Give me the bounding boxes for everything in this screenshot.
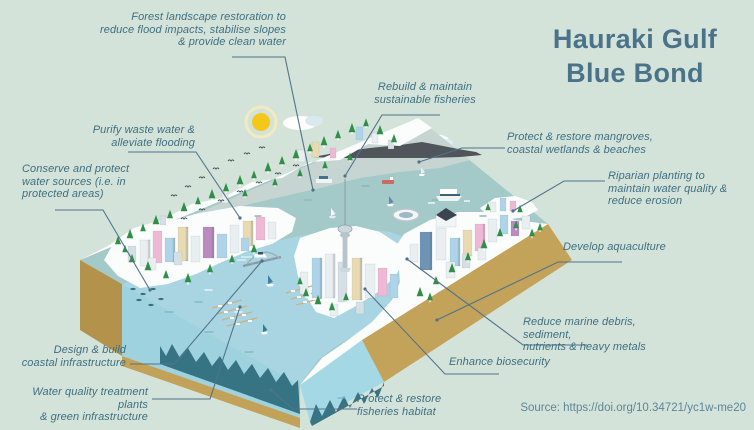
forest-strip-land (80, 118, 432, 260)
label-enhance-biosecurity: Enhance biosecurity (449, 356, 550, 368)
small-ferry-icon (316, 176, 332, 183)
sky-tower-icon (337, 179, 353, 272)
seaweed-silhouettes (160, 344, 384, 426)
label-riparian-planting: Riparian planting to maintain water qual… (608, 170, 728, 208)
fish-silhouettes (130, 287, 164, 307)
label-forest-restoration: Forest landscape restoration to reduce f… (99, 11, 286, 49)
city-buildings (127, 126, 531, 317)
underwater-face-right (300, 340, 384, 422)
label-reduce-marine-debris: Reduce marine debris, sediment, nutrient… (523, 316, 646, 354)
ferry-terminal-icon (435, 208, 457, 228)
rangitoto-island-silhouette (313, 142, 482, 158)
bottom-soil-strip (122, 356, 300, 428)
label-rebuild-fisheries: Rebuild & maintain sustainable fisheries (374, 81, 476, 106)
leader-lines (55, 56, 622, 410)
label-develop-aquaculture: Develop aquaculture (563, 241, 666, 253)
sun-icon (244, 105, 278, 139)
label-water-quality-plants: Water quality treatment plants & green i… (32, 386, 148, 424)
label-coastal-infrastructure: Design & build coastal infrastructure (21, 344, 126, 369)
left-soil-face (80, 260, 122, 356)
cargo-boat-icon (382, 177, 394, 184)
stadium-icon (392, 208, 420, 222)
label-fisheries-habitat: Protect & restore fisheries habitat (357, 393, 442, 418)
page-title: Hauraki Gulf Blue Bond (552, 24, 718, 88)
sailboat-icons (261, 167, 425, 335)
label-mangroves-wetlands: Protect & restore mangroves, coastal wet… (507, 131, 653, 156)
ferry-boat-icon (428, 189, 470, 204)
speedboat-icon (237, 252, 267, 261)
label-purify-waste-water: Purify waste water & alleviate flooding (92, 124, 195, 149)
label-conserve-water-sources: Conserve and protect water sources (i.e.… (22, 163, 130, 201)
source-citation: Source: https://doi.org/10.34721/yc1w-me… (520, 402, 746, 414)
